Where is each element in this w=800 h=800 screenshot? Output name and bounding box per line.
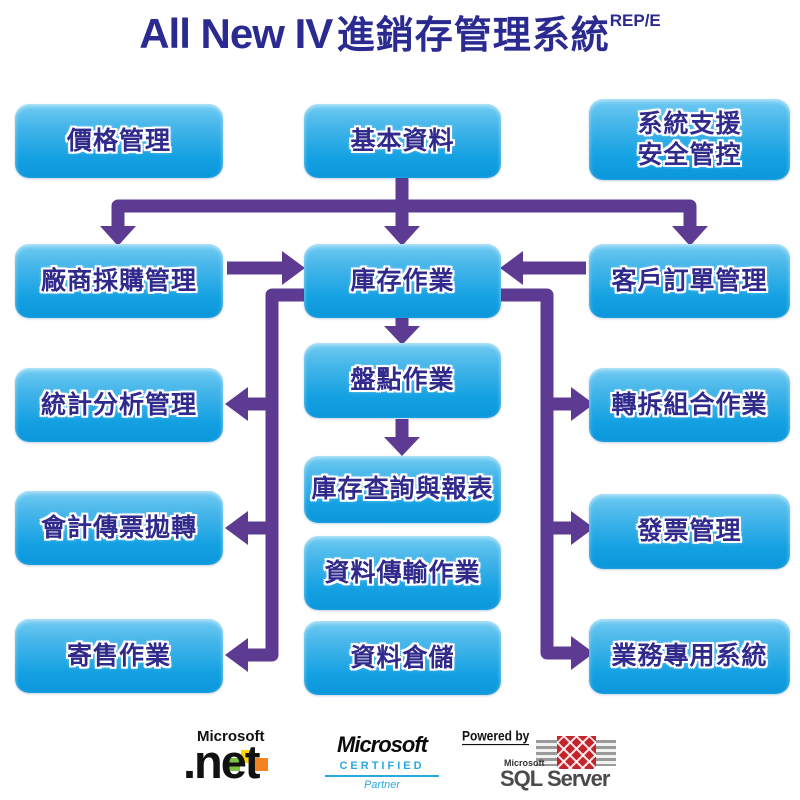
node-customer-orders: 客戶訂單管理 bbox=[589, 244, 790, 318]
sql-server-logo: Microsoft SQL Server bbox=[500, 736, 620, 794]
certified-partner-text: Partner bbox=[363, 779, 401, 791]
node-label: 統計分析管理 bbox=[40, 390, 197, 419]
arrowhead-vendor-to-inventory bbox=[282, 251, 305, 285]
arrowhead-customer-to-inventory bbox=[500, 251, 523, 285]
microsoft-dotnet-logo: Microsoft .net bbox=[183, 728, 318, 792]
node-label: 會計傳票拋轉 bbox=[40, 513, 197, 542]
node-basic-data: 基本資料 bbox=[304, 104, 501, 178]
sqlserver-red-emblem-icon bbox=[557, 736, 596, 769]
node-label: 發票管理 bbox=[637, 517, 742, 546]
node-accounting-voucher: 會計傳票拋轉 bbox=[15, 491, 223, 565]
node-inventory-query-reports: 庫存查詢與報表 bbox=[304, 456, 501, 523]
page-title: All New IV 進銷存管理系統REP/E bbox=[0, 4, 800, 59]
node-label: 廠商採購管理 bbox=[40, 266, 197, 295]
dotnet-name-text: .net bbox=[183, 735, 261, 788]
title-superscript: REP/E bbox=[609, 11, 661, 30]
node-label: 基本資料 bbox=[350, 126, 455, 155]
arrowhead-to-accounting bbox=[225, 511, 248, 545]
node-invoice-management: 發票管理 bbox=[589, 494, 790, 569]
arrowhead-to-inventory-operations bbox=[384, 226, 420, 246]
node-label: 寄售作業 bbox=[66, 641, 171, 670]
edge-left-rail bbox=[248, 288, 305, 662]
node-data-warehouse: 資料倉儲 bbox=[304, 621, 501, 695]
sqlserver-stripes-right-icon bbox=[596, 740, 616, 766]
node-statistical-analysis: 統計分析管理 bbox=[15, 368, 223, 442]
edge-basicdata-distributor bbox=[111, 199, 697, 227]
sqlserver-microsoft-text: Microsoft bbox=[504, 758, 545, 768]
powered-by-text: Powered by bbox=[462, 727, 530, 746]
arrowhead-to-customer-orders bbox=[672, 226, 708, 246]
node-label: 價格管理 bbox=[66, 126, 171, 155]
node-stocktaking: 盤點作業 bbox=[304, 343, 501, 418]
node-label: 資料傳輸作業 bbox=[324, 558, 481, 587]
node-vendor-purchasing: 廠商採購管理 bbox=[15, 244, 223, 318]
sqlserver-stripes-left-icon bbox=[536, 740, 558, 766]
arrowhead-to-vendor-purchasing bbox=[100, 226, 136, 246]
node-label: 業務專用系統 bbox=[611, 642, 768, 671]
node-system-support-security: 系統支援 安全管控 bbox=[589, 99, 790, 180]
dotnet-green-square-icon bbox=[227, 758, 240, 771]
dotnet-yellow-square-icon bbox=[241, 750, 254, 763]
node-label: 庫存作業 bbox=[350, 266, 455, 295]
arrowhead-to-consignment bbox=[225, 638, 248, 672]
node-assembly-disassembly: 轉拆組合作業 bbox=[589, 368, 790, 442]
node-data-transfer: 資料傳輸作業 bbox=[304, 536, 501, 610]
node-label: 盤點作業 bbox=[350, 366, 455, 395]
node-label: 庫存查詢與報表 bbox=[311, 475, 494, 504]
dotnet-microsoft-text: Microsoft bbox=[197, 728, 265, 745]
title-cjk: 進銷存管理系統 bbox=[336, 15, 610, 57]
microsoft-certified-partner-logo: Microsoft CERTIFIED Partner bbox=[325, 732, 439, 791]
node-business-systems: 業務專用系統 bbox=[589, 619, 790, 694]
dotnet-orange-square-icon bbox=[255, 758, 268, 771]
sqlserver-name-text: SQL Server bbox=[500, 766, 610, 791]
node-price-management: 價格管理 bbox=[15, 104, 223, 178]
node-consignment: 寄售作業 bbox=[15, 619, 223, 693]
node-label: 系統支援 安全管控 bbox=[637, 110, 742, 169]
footer-logos: Microsoft .net Microsoft CERTIFIED Partn… bbox=[0, 724, 800, 800]
node-label: 資料倉儲 bbox=[350, 643, 455, 672]
arrowhead-to-statistics bbox=[225, 387, 248, 421]
certified-text: CERTIFIED bbox=[325, 760, 439, 777]
title-latin: All New IV bbox=[139, 10, 333, 57]
arrowhead-stocktaking-to-query bbox=[384, 437, 420, 456]
node-label: 轉拆組合作業 bbox=[611, 390, 768, 419]
node-label: 客戶訂單管理 bbox=[611, 266, 768, 295]
node-inventory-operations: 庫存作業 bbox=[304, 244, 501, 318]
edge-right-rail bbox=[500, 288, 571, 660]
certified-microsoft-text: Microsoft bbox=[337, 732, 428, 757]
